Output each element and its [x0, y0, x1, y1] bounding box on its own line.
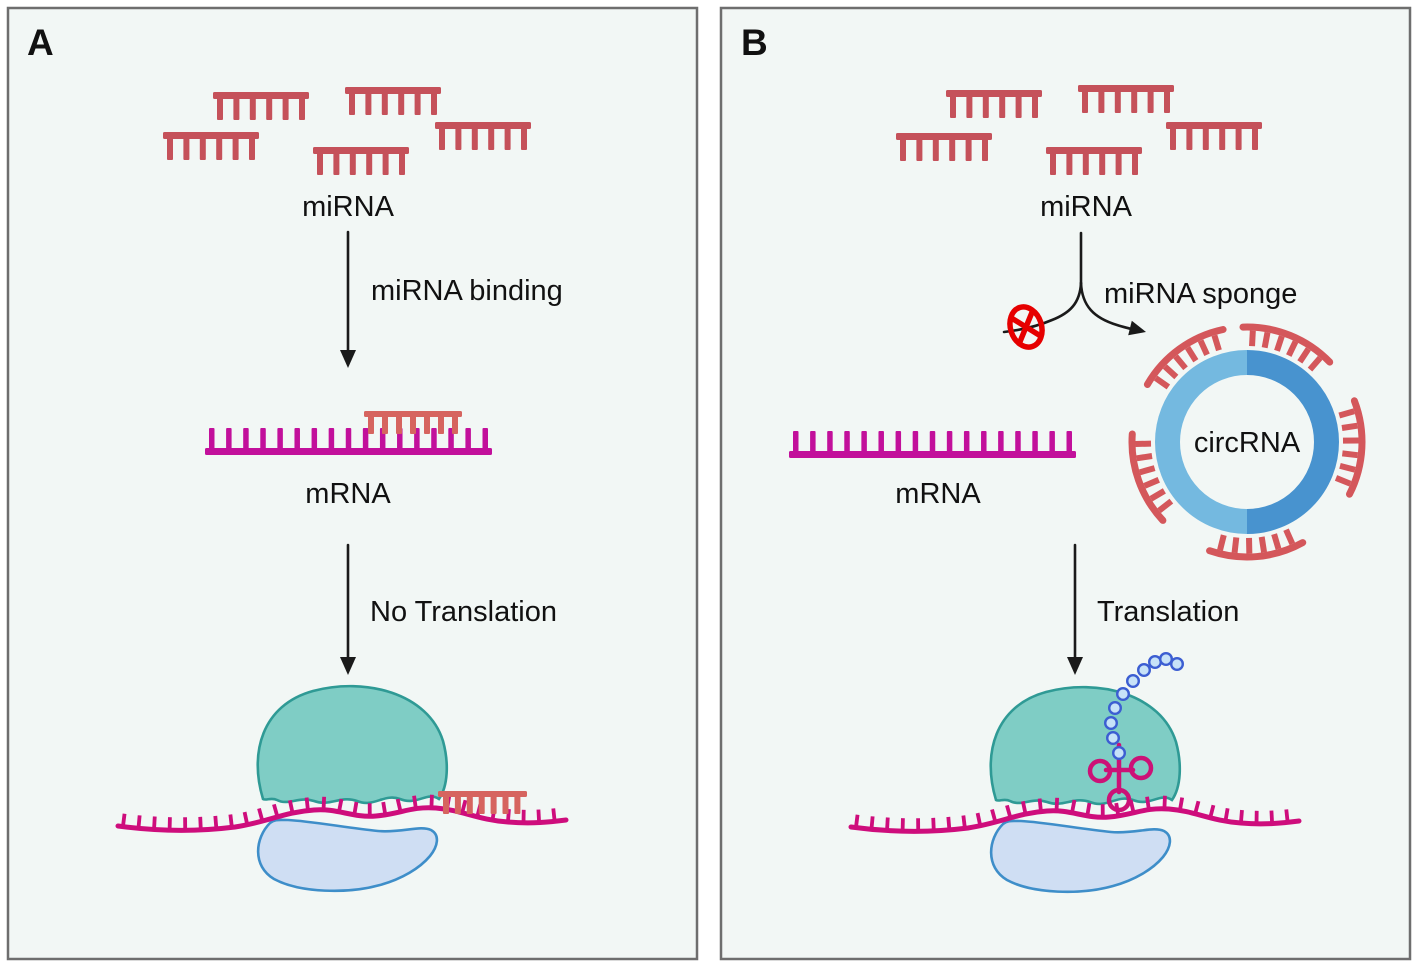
mrna-strand-a: [115, 794, 569, 833]
mirna-molecule: [163, 132, 259, 160]
branch-to-blocked: [1002, 281, 1083, 334]
sponged-mirna: [1128, 430, 1174, 524]
mirna-molecule: [345, 87, 441, 115]
amino-acid-bead: [1103, 716, 1118, 731]
bound-mirna: [364, 411, 462, 434]
circrna: circRNA: [1128, 323, 1366, 561]
mirna-molecule: [313, 147, 409, 175]
branch-arrow-head: [1128, 320, 1147, 336]
mirna-binding-label: miRNA binding: [371, 275, 563, 307]
mrna-with-bound-mirna: [205, 411, 492, 455]
mirna-molecule: [1046, 147, 1142, 175]
amino-acid-bead: [1147, 655, 1162, 670]
arrow-mirna-binding-head: [340, 350, 356, 368]
amino-acid-bead: [1107, 701, 1122, 716]
translation-label: Translation: [1097, 596, 1239, 628]
arrow-translation-head: [1067, 657, 1083, 675]
bound-mirna-duplex-a: [438, 791, 527, 814]
mirna-molecules-a: [163, 87, 531, 175]
sponged-mirna: [1239, 323, 1334, 372]
circrna-label: circRNA: [1194, 427, 1301, 459]
mrna-strand-b: [848, 795, 1302, 834]
mirna-molecule: [213, 92, 309, 120]
circrna-ring-left: [1155, 350, 1248, 534]
mirna-sponge-label: miRNA sponge: [1104, 278, 1297, 310]
amino-acid-bead: [1125, 674, 1140, 689]
circrna-bound-mirnas: [1128, 323, 1366, 561]
amino-acid-bead: [1105, 731, 1120, 746]
sponged-mirna: [1143, 326, 1227, 390]
no-translation-label: No Translation: [370, 596, 557, 628]
amino-acid-bead: [1169, 657, 1184, 672]
circrna-ring-right: [1246, 350, 1339, 534]
mirna-label-a: miRNA: [302, 191, 394, 223]
amino-acid-bead: [1115, 687, 1130, 702]
mrna-molecule: [789, 431, 1076, 458]
panel-b-letter: B: [741, 22, 768, 63]
panel-a-letter: A: [27, 22, 54, 63]
mirna-label-b: miRNA: [1040, 191, 1132, 223]
mirna-molecules-b: [896, 85, 1262, 175]
mrna-label-b: mRNA: [895, 478, 981, 510]
free-mrna-b: [789, 431, 1076, 458]
mirna-molecule: [1078, 85, 1174, 113]
mirna-molecule: [896, 133, 992, 161]
amino-acid-bead: [1111, 746, 1126, 761]
amino-acid-bead: [1158, 652, 1173, 667]
mirna-molecule: [1166, 122, 1262, 150]
ribosome-b: [989, 685, 1182, 894]
sponged-mirna: [1334, 397, 1366, 498]
ribosome-a: [256, 684, 449, 893]
prohibition-icon: [1007, 304, 1045, 350]
mrna-label-a: mRNA: [305, 478, 391, 510]
branch-to-sponge: [1079, 281, 1133, 331]
branching-arrow: [1002, 231, 1147, 336]
mrna-molecule: [205, 428, 492, 455]
arrow-no-translation-head: [340, 657, 356, 675]
mirna-molecule: [946, 90, 1042, 118]
mirna-molecule: [435, 122, 531, 150]
amino-acid-bead: [1136, 663, 1151, 678]
nascent-protein-chain: [1103, 652, 1184, 761]
sponged-mirna: [1206, 528, 1307, 561]
